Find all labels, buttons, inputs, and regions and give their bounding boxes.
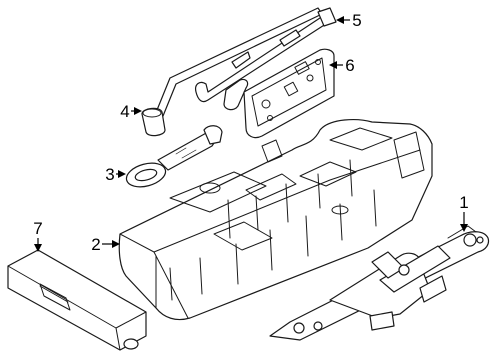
callout-number: 5 (352, 11, 361, 30)
callout-5: 5 (336, 11, 362, 30)
tool-holder-bracket (243, 48, 335, 139)
callout-7: 7 (33, 219, 43, 252)
callout-2: 2 (91, 235, 120, 254)
scissor-jack (269, 225, 490, 341)
tool-tray (118, 119, 433, 321)
tow-eye (125, 125, 223, 188)
callout-number: 2 (91, 235, 100, 254)
callout-number: 7 (33, 219, 42, 238)
jack-handle (195, 7, 337, 111)
callout-4: 4 (120, 102, 142, 121)
callout-1: 1 (459, 193, 469, 232)
callout-number: 6 (345, 56, 354, 75)
callout-6: 6 (329, 56, 355, 75)
storage-bag (7, 249, 147, 351)
callout-3: 3 (105, 165, 126, 184)
callout-number: 3 (105, 165, 114, 184)
callout-number: 1 (459, 193, 468, 212)
callout-number: 4 (120, 102, 129, 121)
